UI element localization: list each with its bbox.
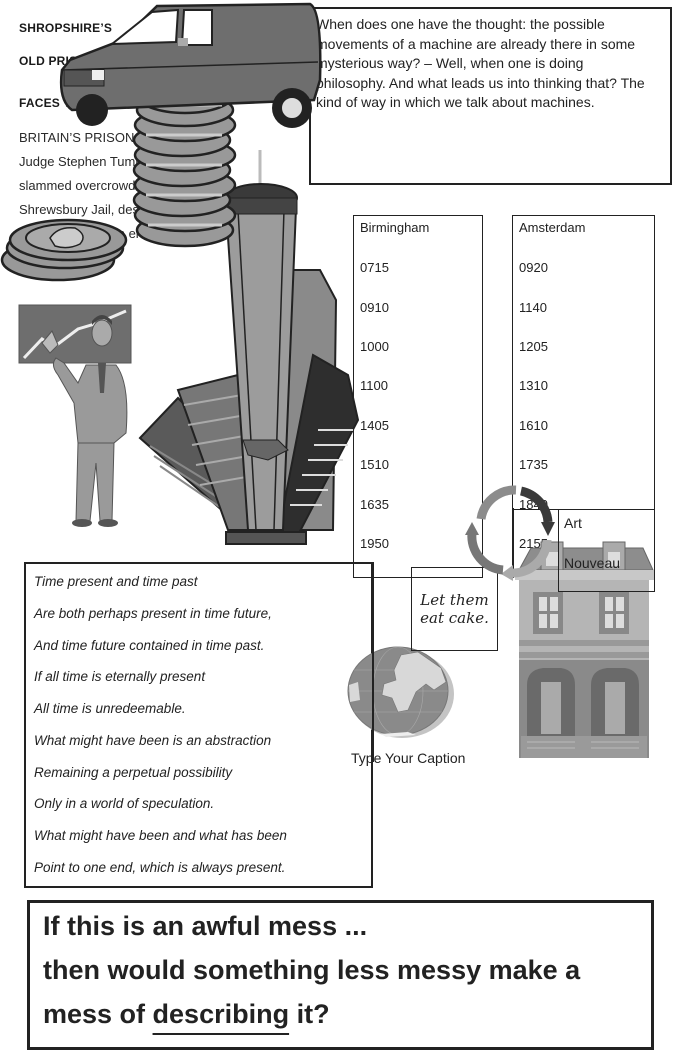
poem-line: What might have been and what has been xyxy=(34,828,287,843)
article-line: slammed overcrowding at xyxy=(19,178,168,193)
poem-line: If all time is eternally present xyxy=(34,669,206,684)
poem-corner-line xyxy=(372,562,374,762)
poem-line: All time is unredeemable. xyxy=(34,701,186,716)
businessman-presenter-icon xyxy=(18,304,132,527)
amsterdam-column-lower-border xyxy=(512,508,514,578)
art-nouveau-box: Art Nouveau xyxy=(558,509,655,592)
mess-line-3-pre: mess of xyxy=(43,999,153,1029)
time-cell: 1000 xyxy=(360,339,389,354)
timetable-column-amsterdam: Amsterdam 0920 1140 1205 1310 1610 1735 … xyxy=(512,215,655,551)
quote-text: When does one have the thought: the poss… xyxy=(316,16,645,110)
time-cell: 1610 xyxy=(519,418,548,433)
time-cell: 1405 xyxy=(360,418,389,433)
poem-line: What might have been is an abstraction xyxy=(34,733,272,748)
poem-line: Time present and time past xyxy=(34,574,198,589)
poem-line: Remaining a perpetual possibility xyxy=(34,765,233,780)
mess-line-3: mess of describing it? xyxy=(43,999,330,1030)
time-cell: 1950 xyxy=(360,536,389,551)
poem-box: Time present and time past Are both perh… xyxy=(24,562,373,888)
globe-caption: Type Your Caption xyxy=(351,750,466,766)
cake-line-2: eat cake. xyxy=(420,609,489,627)
poem-line: And time future contained in time past. xyxy=(34,638,265,653)
time-cell: 1635 xyxy=(360,497,389,512)
art-label: Art xyxy=(564,515,582,531)
time-cell: 1510 xyxy=(360,457,389,472)
let-them-eat-cake-box: Let them eat cake. xyxy=(411,567,498,651)
globe-icon xyxy=(347,646,454,738)
time-cell: 1310 xyxy=(519,378,548,393)
mess-line-1: If this is an awful mess ... xyxy=(43,911,368,941)
time-cell: 0920 xyxy=(519,260,548,275)
wittgenstein-quote-box: When does one have the thought: the poss… xyxy=(309,7,672,185)
poem-line: Only in a world of speculation. xyxy=(34,796,215,811)
nouveau-label: Nouveau xyxy=(564,555,621,571)
poem-line: Are both perhaps present in time future, xyxy=(34,606,272,621)
mess-line-3-post: it? xyxy=(289,999,330,1029)
mess-line-2: then would something less messy make a xyxy=(43,955,581,985)
time-cell: 0715 xyxy=(360,260,389,275)
time-cell: 1140 xyxy=(519,300,547,315)
cake-line-1: Let them xyxy=(420,591,489,609)
van-icon xyxy=(59,2,322,128)
poem-line: Point to one end, which is always presen… xyxy=(34,860,286,875)
time-cell: 1100 xyxy=(360,378,388,393)
column-header: Birmingham xyxy=(360,220,430,235)
underlined-word-describing: describing xyxy=(152,999,290,1029)
column-header: Amsterdam xyxy=(519,220,586,235)
time-cell: 1205 xyxy=(519,339,548,354)
time-cell: 1735 xyxy=(519,457,548,472)
mess-statement-box: If this is an awful mess ... then would … xyxy=(27,900,654,1050)
article-headline-1: SHROPSHIRE’S xyxy=(19,21,113,35)
time-cell: 0910 xyxy=(360,300,389,315)
timetable-column-birmingham: Birmingham 0715 0910 1000 1100 1405 1510… xyxy=(353,215,483,578)
cycle-arrows-icon xyxy=(465,485,555,581)
timetable: Birmingham 0715 0910 1000 1100 1405 1510… xyxy=(353,215,655,578)
skyscrapers-icon xyxy=(138,150,360,545)
